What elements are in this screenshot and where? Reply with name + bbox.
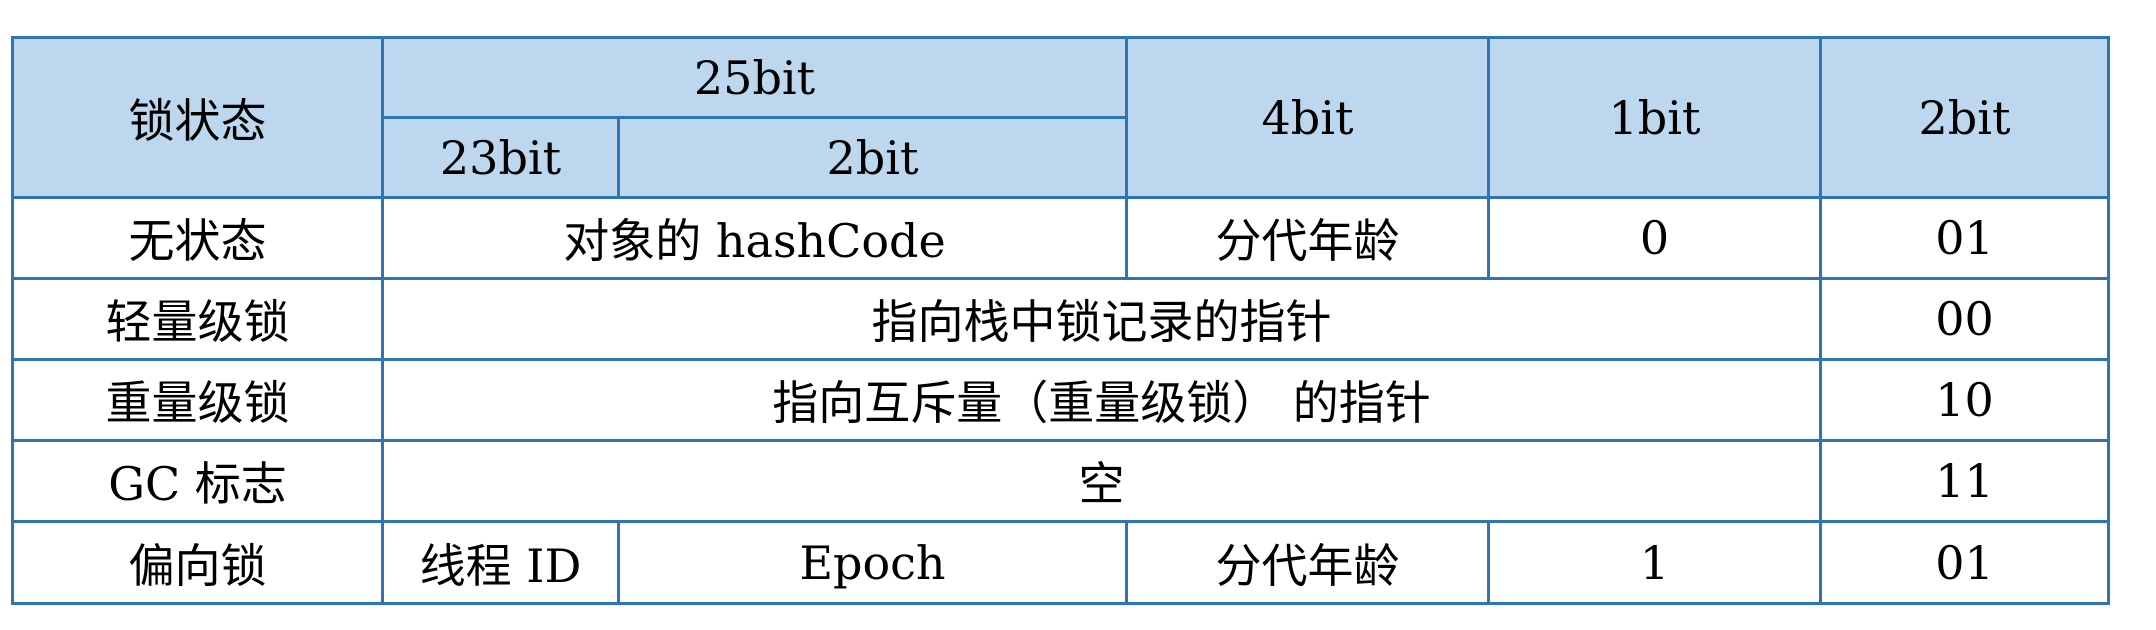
row-cell-flag: 11 xyxy=(1819,439,2110,523)
table-row: 重量级锁 指向互斥量（重量级锁） 的指针 10 xyxy=(11,358,2110,442)
row-cell-flag: 10 xyxy=(1819,358,2110,442)
row-cell-empty: 空 xyxy=(381,439,1822,523)
row-cell-flag: 00 xyxy=(1819,277,2110,361)
row-cell-age: 分代年龄 xyxy=(1125,196,1490,280)
row-cell-pointer: 指向栈中锁记录的指针 xyxy=(381,277,1822,361)
header-25bit: 25bit xyxy=(381,36,1128,119)
table-row: 轻量级锁 指向栈中锁记录的指针 00 xyxy=(11,277,2110,361)
table-row: 偏向锁 线程 ID Epoch 分代年龄 1 01 xyxy=(11,520,2110,605)
row-cell-age: 分代年龄 xyxy=(1125,520,1490,605)
header-row-2: 23bit 2bit xyxy=(13,116,2109,199)
mark-word-table: 锁状态 25bit 4bit 1bit 2bit 23bit 2bit 无状态 … xyxy=(11,36,2110,605)
row-cell-epoch: Epoch xyxy=(617,520,1128,605)
row-cell-thread-id: 线程 ID xyxy=(381,520,620,605)
row-cell-biased-bit: 0 xyxy=(1487,196,1822,280)
header-2bit: 2bit xyxy=(617,116,1128,199)
header-row-1: 锁状态 25bit 4bit 1bit 2bit xyxy=(11,36,2110,199)
row-cell-hashcode: 对象的 hashCode xyxy=(381,196,1128,280)
table-row: GC 标志 空 11 xyxy=(11,439,2110,523)
row-cell-pointer: 指向互斥量（重量级锁） 的指针 xyxy=(381,358,1822,442)
row-state: 重量级锁 xyxy=(11,358,384,442)
row-cell-biased-bit: 1 xyxy=(1487,520,1822,605)
header-4bit: 4bit xyxy=(1125,36,1490,199)
header-lock-state: 锁状态 xyxy=(11,36,384,199)
table-row: 无状态 对象的 hashCode 分代年龄 0 01 xyxy=(11,196,2110,280)
row-state: 轻量级锁 xyxy=(11,277,384,361)
row-state: 偏向锁 xyxy=(11,520,384,605)
row-cell-flag: 01 xyxy=(1819,520,2110,605)
header-23bit: 23bit xyxy=(381,116,620,199)
header-2bit-flag: 2bit xyxy=(1819,36,2110,199)
header-1bit: 1bit xyxy=(1487,36,1822,199)
row-state: GC 标志 xyxy=(11,439,384,523)
row-state: 无状态 xyxy=(11,196,384,280)
row-cell-flag: 01 xyxy=(1819,196,2110,280)
